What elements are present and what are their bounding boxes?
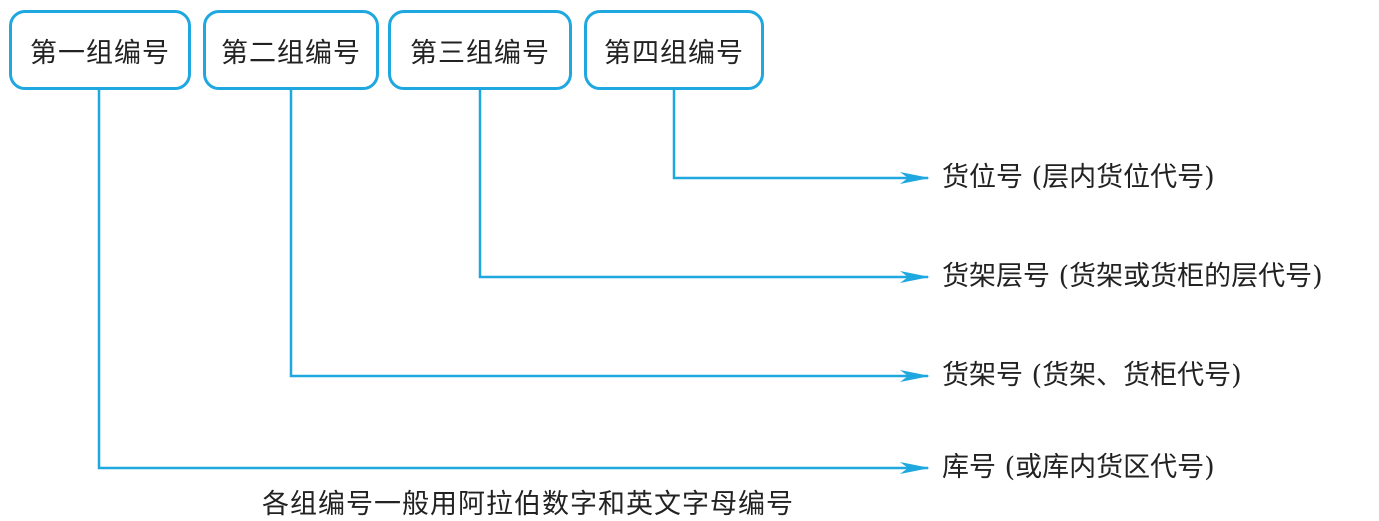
group-label: 第三组编号: [410, 37, 550, 69]
group-label: 第四组编号: [604, 37, 744, 69]
group-label: 第二组编号: [221, 37, 361, 69]
target-label-slot: 货位号 (层内货位代号): [942, 162, 1215, 193]
connector-group-4: [672, 90, 930, 184]
group-box-1: 第一组编号: [9, 10, 191, 90]
target-label-warehouse: 库号 (或库内货区代号): [942, 452, 1215, 483]
connector-group-1: [97, 90, 930, 474]
target-label-shelf-layer: 货架层号 (货架或货柜的层代号): [942, 261, 1323, 292]
group-label: 第一组编号: [30, 37, 170, 69]
footer-note: 各组编号一般用阿拉伯数字和英文字母编号: [262, 489, 794, 520]
group-box-3: 第三组编号: [388, 10, 572, 90]
connector-group-2: [289, 90, 930, 382]
target-label-shelf: 货架号 (货架、货柜代号): [942, 360, 1242, 391]
group-box-4: 第四组编号: [584, 10, 764, 90]
connector-group-3: [478, 90, 930, 283]
group-box-2: 第二组编号: [203, 10, 379, 90]
